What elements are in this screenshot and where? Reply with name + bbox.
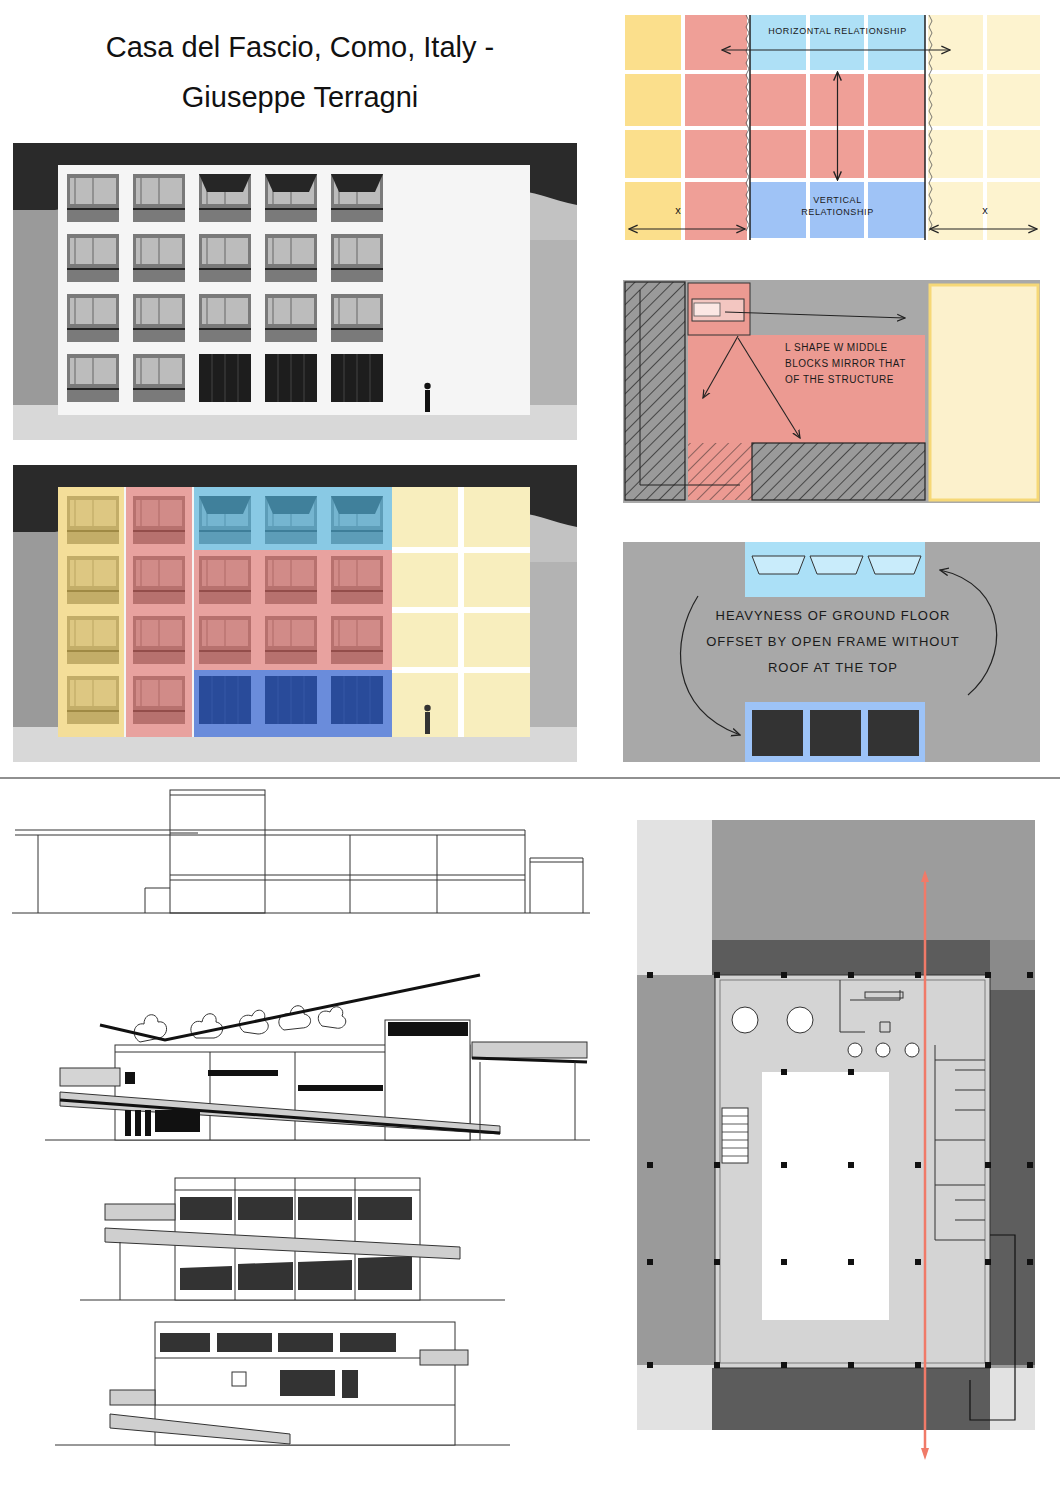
relationship-band: VERTICAL RELATIONSHIP: [750, 180, 925, 238]
grid-relationship-diagram: [625, 15, 1040, 240]
dimension-label: x: [666, 203, 690, 217]
relationship-band: HORIZONTAL RELATIONSHIP: [750, 15, 925, 72]
elevation-drawing: [80, 1178, 505, 1300]
facade-photo: [13, 143, 577, 440]
board-title: Casa del Fascio, Como, Italy - Giuseppe …: [60, 22, 540, 122]
annotation-note: HEAVYNESS OF GROUND FLOOR OFFSET BY OPEN…: [702, 603, 964, 681]
elevation-drawing: [45, 975, 590, 1140]
l-shape-diagram: [623, 280, 1040, 503]
elevation-drawing: [55, 1322, 510, 1445]
annotation-note: L SHAPE W MIDDLE BLOCKS MIRROR THAT OF T…: [785, 340, 923, 388]
band-label: HORIZONTAL RELATIONSHIP: [754, 25, 921, 37]
top-bottom-frame-diagram: [623, 542, 1040, 762]
band-label: VERTICAL RELATIONSHIP: [780, 194, 895, 218]
ground-floor-plan: [637, 820, 1035, 1460]
relationship-arrow: [837, 72, 838, 180]
section-drawing: [12, 790, 590, 913]
facade-colour-analysis: [13, 465, 577, 762]
divider: [0, 777, 1060, 778]
dimension-label: x: [973, 203, 997, 217]
